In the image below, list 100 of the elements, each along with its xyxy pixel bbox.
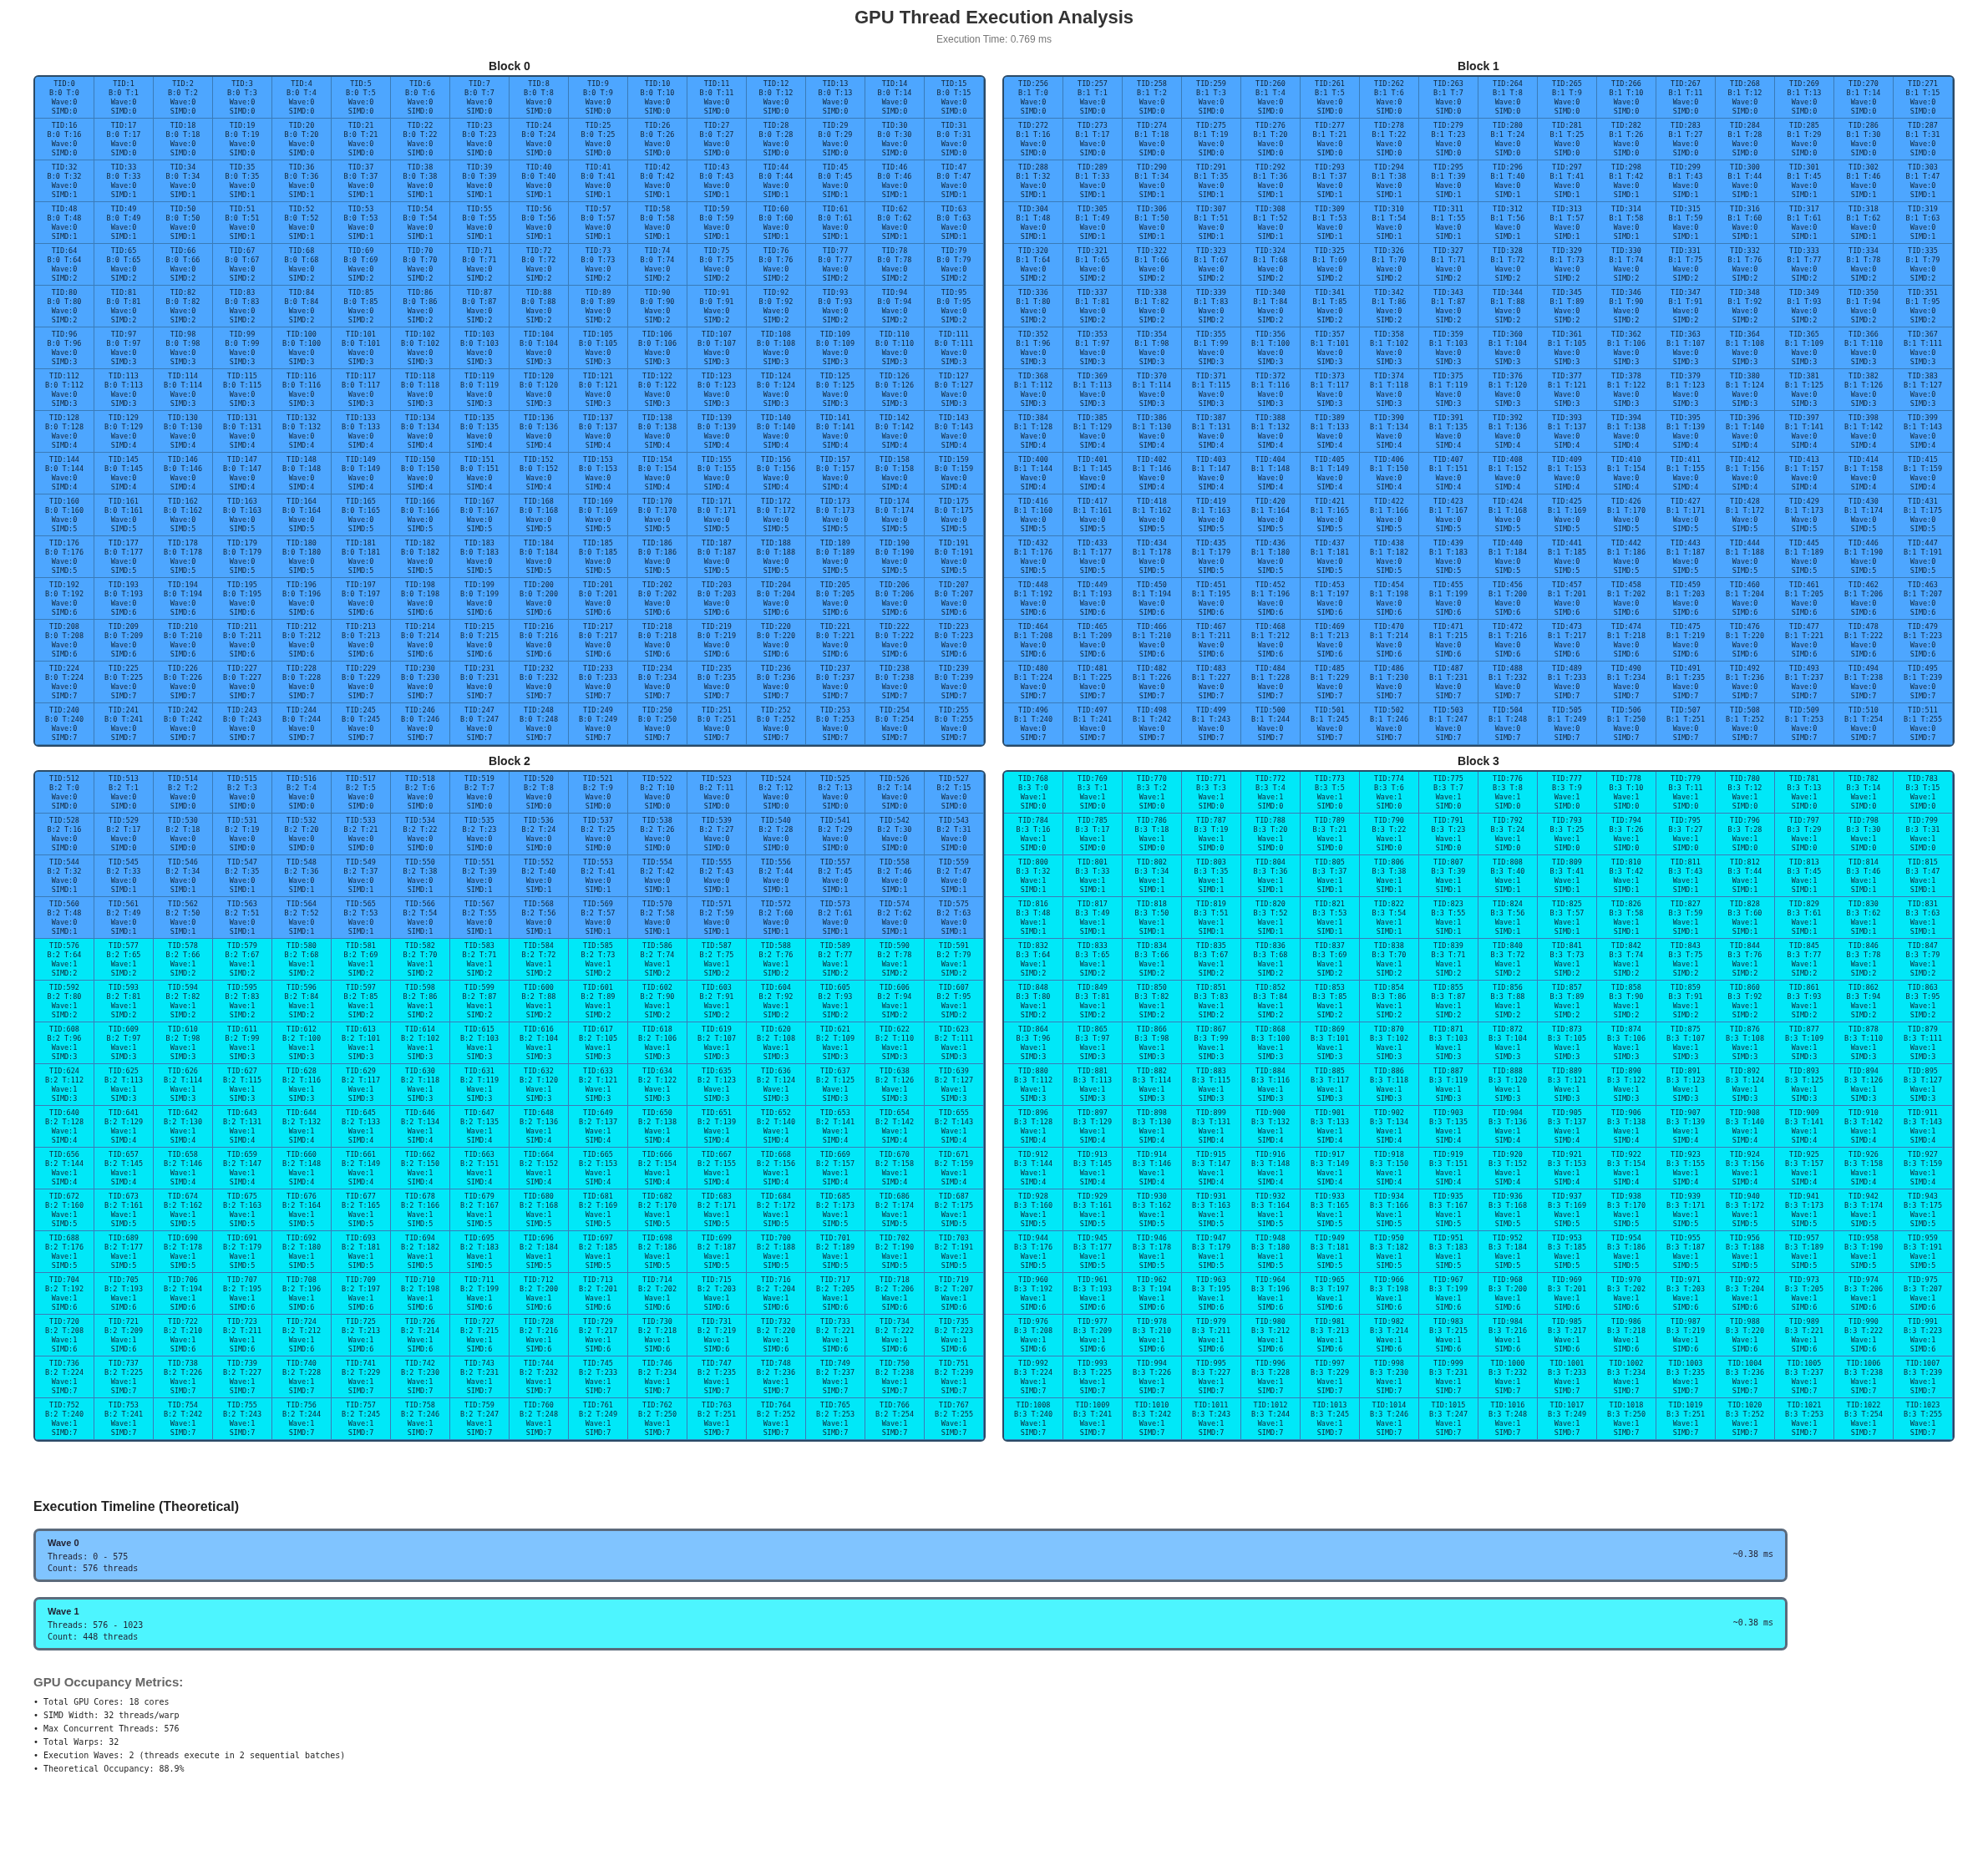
thread-cell: TID:40 B:0 T:40 Wave:0 SIMD:1 <box>510 160 569 202</box>
thread-cell: TID:989 B:3 T:221 Wave:1 SIMD:6 <box>1775 1315 1834 1356</box>
thread-cell: TID:747 B:2 T:235 Wave:1 SIMD:7 <box>687 1356 747 1398</box>
thread-cell: TID:134 B:0 T:134 Wave:0 SIMD:4 <box>391 411 450 453</box>
thread-cell: TID:643 B:2 T:131 Wave:1 SIMD:4 <box>213 1106 272 1148</box>
thread-cell: TID:833 B:3 T:65 Wave:1 SIMD:2 <box>1063 939 1123 981</box>
thread-cell: TID:700 B:2 T:188 Wave:1 SIMD:5 <box>747 1231 806 1273</box>
thread-cell: TID:78 B:0 T:78 Wave:0 SIMD:2 <box>865 244 925 286</box>
thread-cell: TID:508 B:1 T:252 Wave:0 SIMD:7 <box>1716 703 1775 745</box>
thread-count-text: Count: 576 threads <box>48 1563 139 1574</box>
thread-cell: TID:438 B:1 T:182 Wave:0 SIMD:5 <box>1360 536 1419 578</box>
thread-cell: TID:58 B:0 T:58 Wave:0 SIMD:1 <box>628 202 687 244</box>
thread-cell: TID:911 B:3 T:143 Wave:1 SIMD:4 <box>1894 1106 1953 1148</box>
thread-cell: TID:866 B:3 T:98 Wave:1 SIMD:3 <box>1123 1022 1182 1064</box>
thread-cell: TID:945 B:3 T:177 Wave:1 SIMD:5 <box>1063 1231 1123 1273</box>
thread-cell: TID:287 B:1 T:31 Wave:0 SIMD:0 <box>1894 119 1953 160</box>
thread-cell: TID:897 B:3 T:129 Wave:1 SIMD:4 <box>1063 1106 1123 1148</box>
thread-cell: TID:614 B:2 T:102 Wave:1 SIMD:3 <box>391 1022 450 1064</box>
thread-cell: TID:183 B:0 T:183 Wave:0 SIMD:5 <box>450 536 510 578</box>
thread-cell: TID:357 B:1 T:101 Wave:0 SIMD:3 <box>1301 327 1360 369</box>
wave-heading: Wave 1 <box>48 1606 79 1616</box>
thread-cell: TID:1 B:0 T:1 Wave:0 SIMD:0 <box>94 77 154 119</box>
thread-cell: TID:29 B:0 T:29 Wave:0 SIMD:0 <box>806 119 865 160</box>
thread-cell: TID:637 B:2 T:125 Wave:1 SIMD:3 <box>806 1064 865 1106</box>
thread-cell: TID:539 B:2 T:27 Wave:0 SIMD:0 <box>687 814 747 855</box>
thread-cell: TID:96 B:0 T:96 Wave:0 SIMD:3 <box>35 327 94 369</box>
thread-cell: TID:768 B:3 T:0 Wave:1 SIMD:0 <box>1004 772 1063 814</box>
thread-cell: TID:259 B:1 T:3 Wave:0 SIMD:0 <box>1182 77 1241 119</box>
thread-cell: TID:678 B:2 T:166 Wave:1 SIMD:5 <box>391 1189 450 1231</box>
thread-cell: TID:586 B:2 T:74 Wave:1 SIMD:2 <box>628 939 687 981</box>
thread-cell: TID:185 B:0 T:185 Wave:0 SIMD:5 <box>569 536 628 578</box>
thread-cell: TID:394 B:1 T:138 Wave:0 SIMD:4 <box>1597 411 1656 453</box>
thread-cell: TID:192 B:0 T:192 Wave:0 SIMD:6 <box>35 578 94 620</box>
thread-cell: TID:493 B:1 T:237 Wave:0 SIMD:7 <box>1775 662 1834 703</box>
metric-line: • Max Concurrent Threads: 576 <box>33 1724 180 1733</box>
thread-cell: TID:423 B:1 T:167 Wave:0 SIMD:5 <box>1419 494 1478 536</box>
thread-cell: TID:561 B:2 T:49 Wave:0 SIMD:1 <box>94 897 154 939</box>
thread-cell: TID:155 B:0 T:155 Wave:0 SIMD:4 <box>687 453 747 494</box>
thread-cell: TID:743 B:2 T:231 Wave:1 SIMD:7 <box>450 1356 510 1398</box>
thread-cell: TID:476 B:1 T:220 Wave:0 SIMD:6 <box>1716 620 1775 662</box>
thread-cell: TID:326 B:1 T:70 Wave:0 SIMD:2 <box>1360 244 1419 286</box>
thread-cell: TID:90 B:0 T:90 Wave:0 SIMD:2 <box>628 286 687 327</box>
thread-cell: TID:103 B:0 T:103 Wave:0 SIMD:3 <box>450 327 510 369</box>
thread-cell: TID:995 B:3 T:227 Wave:1 SIMD:7 <box>1182 1356 1241 1398</box>
thread-cell: TID:271 B:1 T:15 Wave:0 SIMD:0 <box>1894 77 1953 119</box>
thread-cell: TID:516 B:2 T:4 Wave:0 SIMD:0 <box>272 772 332 814</box>
thread-cell: TID:269 B:1 T:13 Wave:0 SIMD:0 <box>1775 77 1834 119</box>
thread-cell: TID:356 B:1 T:100 Wave:0 SIMD:3 <box>1241 327 1301 369</box>
thread-cell: TID:147 B:0 T:147 Wave:0 SIMD:4 <box>213 453 272 494</box>
thread-cell: TID:765 B:2 T:253 Wave:1 SIMD:7 <box>806 1398 865 1440</box>
thread-cell: TID:202 B:0 T:202 Wave:0 SIMD:6 <box>628 578 687 620</box>
thread-cell: TID:686 B:2 T:174 Wave:1 SIMD:5 <box>865 1189 925 1231</box>
thread-cell: TID:865 B:3 T:97 Wave:1 SIMD:3 <box>1063 1022 1123 1064</box>
thread-cell: TID:99 B:0 T:99 Wave:0 SIMD:3 <box>213 327 272 369</box>
thread-cell: TID:263 B:1 T:7 Wave:0 SIMD:0 <box>1419 77 1478 119</box>
thread-cell: TID:430 B:1 T:174 Wave:0 SIMD:5 <box>1834 494 1894 536</box>
thread-cell: TID:467 B:1 T:211 Wave:0 SIMD:6 <box>1182 620 1241 662</box>
thread-cell: TID:190 B:0 T:190 Wave:0 SIMD:5 <box>865 536 925 578</box>
thread-cell: TID:591 B:2 T:79 Wave:1 SIMD:2 <box>925 939 984 981</box>
thread-cell: TID:713 B:2 T:201 Wave:1 SIMD:6 <box>569 1273 628 1315</box>
thread-cell: TID:766 B:2 T:254 Wave:1 SIMD:7 <box>865 1398 925 1440</box>
thread-cell: TID:499 B:1 T:243 Wave:0 SIMD:7 <box>1182 703 1241 745</box>
thread-cell: TID:218 B:0 T:218 Wave:0 SIMD:6 <box>628 620 687 662</box>
thread-cell: TID:578 B:2 T:66 Wave:1 SIMD:2 <box>154 939 213 981</box>
thread-cell: TID:635 B:2 T:123 Wave:1 SIMD:3 <box>687 1064 747 1106</box>
thread-cell: TID:847 B:3 T:79 Wave:1 SIMD:2 <box>1894 939 1953 981</box>
thread-cell: TID:984 B:3 T:216 Wave:1 SIMD:6 <box>1478 1315 1538 1356</box>
thread-cell: TID:187 B:0 T:187 Wave:0 SIMD:5 <box>687 536 747 578</box>
thread-cell: TID:1022 B:3 T:254 Wave:1 SIMD:7 <box>1834 1398 1894 1440</box>
thread-cell: TID:17 B:0 T:17 Wave:0 SIMD:0 <box>94 119 154 160</box>
thread-cell: TID:599 B:2 T:87 Wave:1 SIMD:2 <box>450 981 510 1022</box>
thread-cell: TID:542 B:2 T:30 Wave:0 SIMD:0 <box>865 814 925 855</box>
thread-cell: TID:158 B:0 T:158 Wave:0 SIMD:4 <box>865 453 925 494</box>
thread-cell: TID:846 B:3 T:78 Wave:1 SIMD:2 <box>1834 939 1894 981</box>
thread-cell: TID:150 B:0 T:150 Wave:0 SIMD:4 <box>391 453 450 494</box>
thread-cell: TID:840 B:3 T:72 Wave:1 SIMD:2 <box>1478 939 1538 981</box>
thread-cell: TID:6 B:0 T:6 Wave:0 SIMD:0 <box>391 77 450 119</box>
thread-cell: TID:682 B:2 T:170 Wave:1 SIMD:5 <box>628 1189 687 1231</box>
thread-cell: TID:659 B:2 T:147 Wave:1 SIMD:4 <box>213 1148 272 1189</box>
thread-cell: TID:772 B:3 T:4 Wave:1 SIMD:0 <box>1241 772 1301 814</box>
thread-cell: TID:819 B:3 T:51 Wave:1 SIMD:1 <box>1182 897 1241 939</box>
thread-cell: TID:843 B:3 T:75 Wave:1 SIMD:2 <box>1656 939 1716 981</box>
thread-cell: TID:699 B:2 T:187 Wave:1 SIMD:5 <box>687 1231 747 1273</box>
thread-cell: TID:381 B:1 T:125 Wave:0 SIMD:3 <box>1775 369 1834 411</box>
thread-cell: TID:799 B:3 T:31 Wave:1 SIMD:0 <box>1894 814 1953 855</box>
thread-cell: TID:327 B:1 T:71 Wave:0 SIMD:2 <box>1419 244 1478 286</box>
thread-cell: TID:345 B:1 T:89 Wave:0 SIMD:2 <box>1538 286 1597 327</box>
thread-cell: TID:683 B:2 T:171 Wave:1 SIMD:5 <box>687 1189 747 1231</box>
thread-cell: TID:374 B:1 T:118 Wave:0 SIMD:3 <box>1360 369 1419 411</box>
thread-cell: TID:152 B:0 T:152 Wave:0 SIMD:4 <box>510 453 569 494</box>
thread-cell: TID:281 B:1 T:25 Wave:0 SIMD:0 <box>1538 119 1597 160</box>
thread-cell: TID:941 B:3 T:173 Wave:1 SIMD:5 <box>1775 1189 1834 1231</box>
thread-cell: TID:490 B:1 T:234 Wave:0 SIMD:7 <box>1597 662 1656 703</box>
thread-cell: TID:983 B:3 T:215 Wave:1 SIMD:6 <box>1419 1315 1478 1356</box>
thread-cell: TID:234 B:0 T:234 Wave:0 SIMD:7 <box>628 662 687 703</box>
thread-cell: TID:910 B:3 T:142 Wave:1 SIMD:4 <box>1834 1106 1894 1148</box>
thread-cell: TID:361 B:1 T:105 Wave:0 SIMD:3 <box>1538 327 1597 369</box>
thread-cell: TID:417 B:1 T:161 Wave:0 SIMD:5 <box>1063 494 1123 536</box>
thread-cell: TID:968 B:3 T:200 Wave:1 SIMD:6 <box>1478 1273 1538 1315</box>
thread-cell: TID:893 B:3 T:125 Wave:1 SIMD:3 <box>1775 1064 1834 1106</box>
